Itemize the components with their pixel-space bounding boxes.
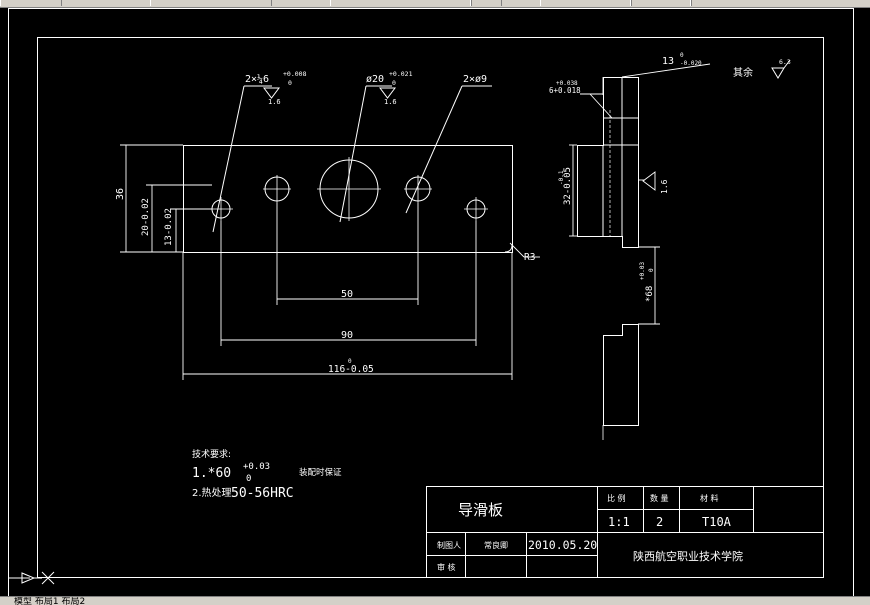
tech-note-1-suffix: 装配时保证: [299, 467, 342, 478]
qty-value: 2: [656, 515, 663, 529]
toolbar-segment[interactable]: [540, 0, 632, 6]
dim-thickness-tol: 0: [680, 52, 684, 59]
checked-label: 审 核: [437, 562, 456, 572]
dim-height-32: 32-0.05: [563, 167, 573, 205]
title-block: [426, 486, 824, 578]
dim-radius: R3: [524, 252, 535, 263]
dim-height-36: 36: [115, 188, 126, 200]
dim-thickness-tol-low: -0.020: [680, 60, 702, 67]
scale-value: 1:1: [608, 515, 630, 529]
callout-center-tol: +0.021: [389, 70, 413, 78]
layout-tabs[interactable]: 模型 布局1 布局2: [14, 597, 86, 605]
dim-length-tol: 0: [348, 358, 352, 365]
finish-center: 1.6: [384, 98, 397, 106]
dim-span-90: 90: [341, 330, 353, 341]
toolbar-segment[interactable]: [150, 0, 272, 6]
dim-star-68: *68: [645, 286, 655, 302]
front-view-outline: [183, 145, 513, 253]
rest-roughness-symbol: [771, 59, 791, 79]
tech-notes-heading: 技术要求:: [192, 448, 231, 460]
side-dimensions: [569, 63, 711, 325]
tech-note-2-value: 50-56HRC: [231, 486, 294, 501]
toolbar-segment[interactable]: [470, 0, 502, 6]
tech-note-1: 1.*60: [192, 466, 231, 481]
toolbar-segment[interactable]: [690, 0, 870, 6]
col-material-label: 材 料: [700, 493, 719, 503]
part-name: 导滑板: [458, 501, 503, 519]
side-roughness: 1.6: [660, 179, 669, 194]
drawn-by-label: 制图人: [437, 540, 461, 550]
toolbar-strip: [0, 0, 870, 8]
dim-span-50: 50: [341, 289, 353, 300]
tech-note-1-tol: +0.03: [243, 462, 270, 472]
layout-tabs-bar: 模型 布局1 布局2: [0, 596, 870, 605]
dim-height-20: 20-0.02: [141, 198, 151, 236]
front-dimensions: [120, 144, 540, 380]
col-qty-label: 数 量: [650, 493, 669, 503]
drawing-date: 2010.05.20: [528, 538, 597, 552]
toolbar-segment[interactable]: [0, 0, 62, 6]
callout-center-tol-low: 0: [392, 79, 396, 87]
front-view: [183, 85, 513, 253]
dim-step-6: 6+0.018: [549, 86, 581, 95]
toolbar-segment[interactable]: [630, 0, 692, 6]
side-view-outline: [577, 77, 639, 248]
rest-roughness-value: 6.3: [779, 58, 791, 66]
dim-height-13: 13-0.02: [164, 208, 174, 246]
dim-height-32-tol: -0.1: [558, 170, 565, 185]
dim-star-68-tol: +0.03: [639, 262, 646, 280]
rest-roughness-label: 其余: [733, 66, 753, 79]
toolbar-segment[interactable]: [330, 0, 472, 6]
corner-radius: [504, 244, 513, 253]
callout-left-tol-low: 0: [288, 79, 292, 87]
tech-note-1-tol-low: 0: [246, 474, 251, 484]
callout-left-tol: +0.008: [283, 70, 307, 78]
tech-note-2-prefix: 2.热处理: [192, 486, 232, 499]
sheet-frame-outer: [8, 8, 854, 597]
ucs-icon: [8, 571, 55, 585]
material-value: T10A: [702, 515, 732, 529]
side-view: [577, 77, 639, 440]
school-name: 陕西航空职业技术学院: [633, 549, 743, 563]
side-view-lower: [603, 324, 639, 426]
callout-left-holes: 2×¼6: [245, 73, 269, 85]
drawn-by-name: 常良卿: [484, 540, 508, 550]
dim-length-116: 116-0.05: [328, 364, 374, 375]
finish-left: 1.6: [268, 98, 281, 106]
dim-thickness-13: 13: [662, 56, 674, 67]
callout-center-hole: ø20: [366, 74, 384, 85]
callout-right-holes: 2×ø9: [463, 74, 487, 85]
dim-step-tol: +0.038: [556, 80, 578, 87]
dim-star-68-tol-low: 0: [648, 268, 655, 272]
col-scale-label: 比 例: [607, 493, 626, 503]
